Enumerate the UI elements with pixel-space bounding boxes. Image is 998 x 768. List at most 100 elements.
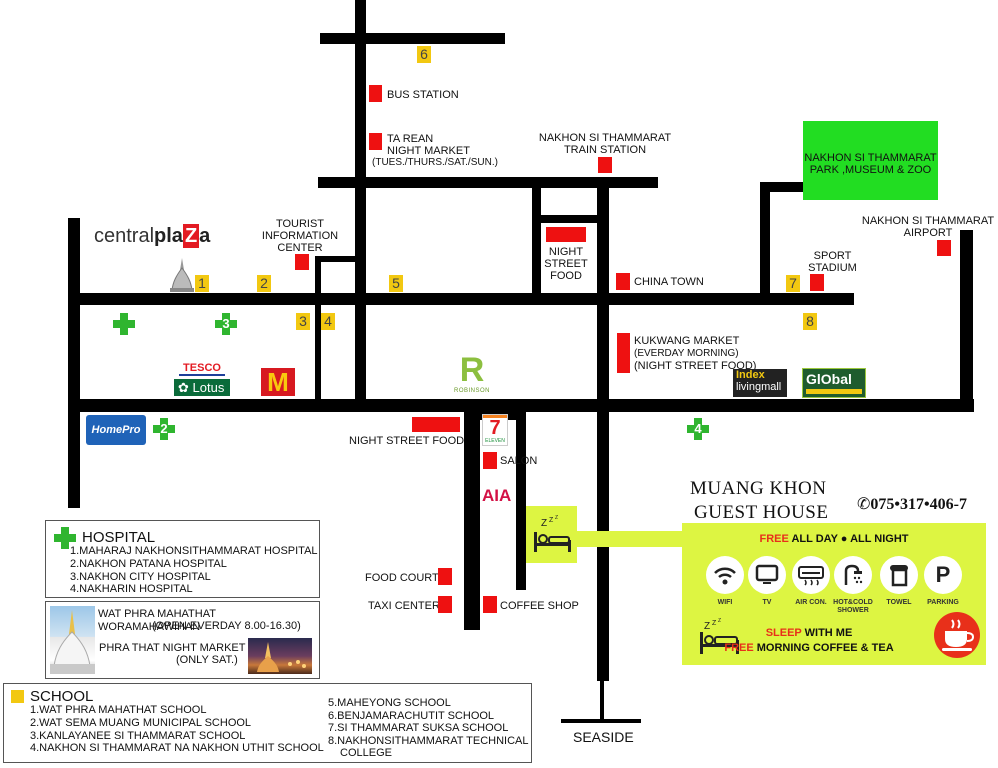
ta-rean-label-1: TA REAN [387, 133, 434, 145]
school-item-8-cont: COLLEGE [340, 747, 392, 759]
coffee-shop-label: COFFEE SHOP [500, 600, 579, 612]
road-lower-horizontal [68, 399, 974, 412]
school-item-8: 8.NAKHONSITHAMMARAT TECHNICAL [328, 735, 529, 747]
homepro-text: HomePro [91, 424, 141, 436]
taxi-center-marker [438, 596, 452, 613]
road-east-vertical [960, 230, 973, 412]
seven-icon: 7 [483, 415, 507, 438]
china-town-marker [616, 273, 630, 290]
kukwang-market-marker [617, 333, 630, 373]
night-market-image [257, 642, 306, 672]
temple-line-3: PHRA THAT NIGHT MARKET [99, 642, 246, 654]
svg-text:Z: Z [555, 515, 558, 521]
school-item-4: 4.NAKHON SI THAMMARAT NA NAKHON UTHIT SC… [30, 742, 324, 754]
road-small-loop-left [532, 186, 541, 296]
kukwang-label-1: KUKWANG MARKET [634, 335, 740, 347]
road-seaside-stub [600, 681, 604, 721]
phone-number[interactable]: ✆075•317•406-7 [857, 494, 967, 514]
lotus-text: Lotus [192, 380, 225, 395]
road-west-vertical [68, 218, 80, 508]
robinson-logo: R ROBINSON [447, 352, 497, 398]
road-station-horizontal [318, 177, 658, 188]
coffee-line: FREE MORNING COFFEE & TEA [682, 642, 936, 654]
park-museum-zoo[interactable]: NAKHON SI THAMMARAT PARK ,MUSEUM & ZOO [803, 121, 938, 200]
feature-wifi [706, 556, 744, 594]
kukwang-label-2: (EVERDAY MORNING) [634, 348, 739, 359]
tourist-info-label-3: CENTER [277, 242, 323, 254]
school-legend-title: SCHOOL [30, 688, 94, 705]
phone-text: 075•317•406-7 [870, 496, 967, 513]
tv-icon [755, 564, 779, 584]
svg-text:Z: Z [712, 620, 717, 627]
road-east-loop-vertical [760, 182, 770, 297]
tesco-lotus-logo: TESCO ✿ Lotus [174, 362, 230, 396]
temple-line-1: WAT PHRA MAHATHAT WORAMAHAWIHAN [98, 608, 216, 633]
plaza-a-text: a [199, 225, 211, 247]
global-text: GlObal [806, 371, 852, 387]
central-text: central [94, 225, 155, 247]
eleven-text: ELEVEN [485, 438, 505, 444]
train-station-label-1: NAKHON SI THAMMARAT [538, 132, 672, 144]
guest-house-name-2: GUEST HOUSE [694, 502, 829, 523]
feature-aircon [792, 556, 830, 594]
coffee-shop-marker [483, 596, 497, 613]
stadium-label-1: SPORT [813, 250, 852, 262]
wifi-icon [714, 567, 736, 585]
coffee-cup-badge [934, 612, 980, 658]
road-south-right [516, 410, 526, 590]
road-upper-horizontal [68, 293, 854, 305]
coffee-cup-icon [942, 619, 975, 651]
lotus-flower-icon: ✿ [178, 380, 189, 395]
all-day-text: ALL DAY [788, 533, 838, 545]
night-street-food-marker-north [546, 227, 586, 242]
road-tourist-loop-left [315, 256, 321, 401]
bed-sleep-icon: Z Z Z [534, 515, 571, 552]
road-top-horizontal [320, 33, 505, 44]
free-all-day-line: FREE ALL DAY ● ALL NIGHT [682, 533, 986, 545]
food-court-marker [438, 568, 452, 585]
hospital-item-3: 3.NAKHON CITY HOSPITAL [70, 571, 211, 583]
school-marker-5: 5 [389, 275, 403, 292]
sleep-line: SLEEP WITH ME [682, 627, 936, 639]
tourist-info-label-2: INFORMATION [261, 230, 339, 242]
feature-label-tv: TV [762, 599, 772, 606]
road-seaside-bar [561, 719, 641, 723]
index-livingmall-logo: Index livingmall [733, 369, 787, 397]
road-small-loop-top [532, 215, 602, 223]
feature-tv [748, 556, 786, 594]
towel-icon [890, 565, 908, 587]
school-marker-8: 8 [803, 313, 817, 330]
temple-icon [170, 258, 194, 292]
school-item-6: 6.BENJAMARACHUTIT SCHOOL [328, 710, 495, 722]
aircon-icon [798, 566, 824, 586]
nsf-label-1: NIGHT [548, 246, 584, 258]
kukwang-label-3: (NIGHT STREET FOOD) [634, 360, 757, 372]
feature-label-parking: PARKING [927, 599, 959, 606]
feature-label-shower: HOT&COLD SHOWER [833, 599, 873, 614]
temple-line-4: (ONLY SAT.) [176, 654, 238, 666]
hospital-cross-4: 4 [687, 418, 709, 440]
school-marker-3: 3 [296, 313, 310, 330]
global-house-logo: GlObal [802, 368, 866, 398]
train-station-label-2: TRAIN STATION [563, 144, 647, 156]
robinson-text: ROBINSON [453, 388, 490, 394]
hospital-item-1: 1.MAHARAJ NAKHONSITHAMMARAT HOSPITAL [70, 545, 318, 557]
train-station-marker [598, 157, 612, 173]
airport-marker [937, 240, 951, 256]
mcdonalds-logo: M [261, 368, 295, 396]
school-item-7: 7.SI THAMMARAT SUKSA SCHOOL [328, 722, 509, 734]
parking-icon: P [935, 562, 951, 587]
sleep-word: SLEEP [765, 627, 802, 639]
with-me-text: WITH ME [801, 627, 853, 639]
nsf-label-3: FOOD [550, 270, 582, 282]
seven-eleven-logo: 7 ELEVEN [482, 414, 508, 446]
hospital-cross-1 [113, 313, 135, 335]
school-marker-7: 7 [786, 275, 800, 292]
airport-label-2: AIRPORT [903, 227, 953, 239]
tesco-text: TESCO [179, 362, 225, 376]
salon-marker [483, 452, 497, 469]
phone-icon: ✆ [857, 496, 871, 513]
feature-label-towel: TOWEL [886, 599, 912, 606]
ta-rean-label-3: (TUES./THURS./SAT./SUN.) [372, 157, 498, 168]
